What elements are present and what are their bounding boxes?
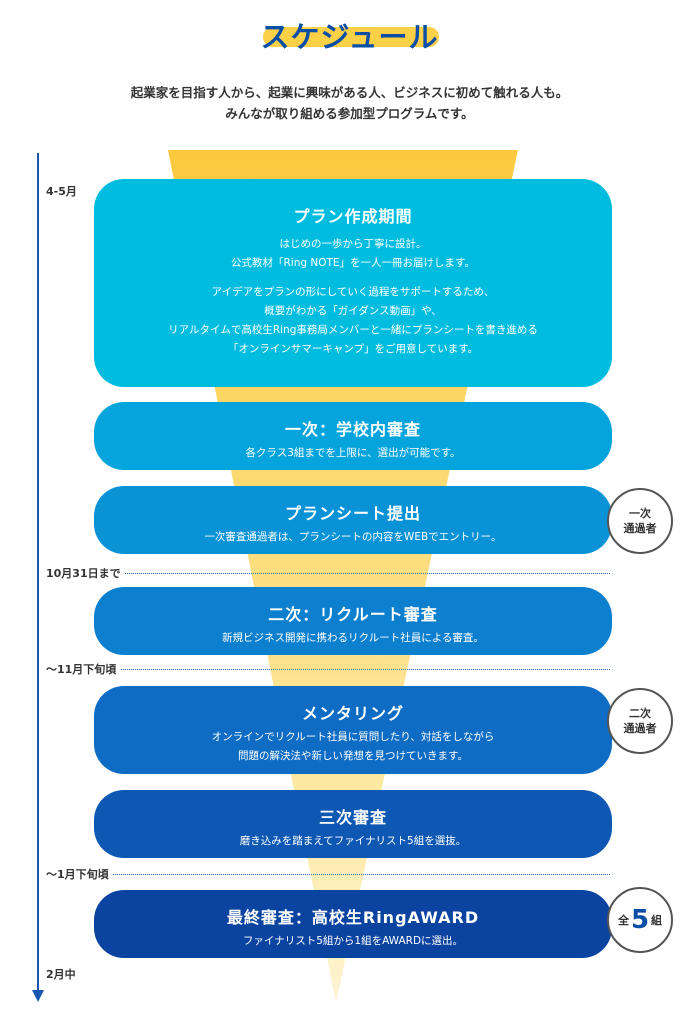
step-plan-sheet-submission: プランシート提出 一次審査通過者は、プランシートの内容をWEBでエントリー。 (94, 486, 612, 554)
step-mentoring: メンタリング オンラインでリクルート社員に質問したり、対話をしながら 問題の解決… (94, 686, 612, 774)
badge-second-pass: 二次 通過者 (607, 688, 673, 754)
divider-oct (46, 573, 610, 574)
step-body: 一次審査通過者は、プランシートの内容をWEBでエントリー。 (204, 531, 502, 543)
step-body-line: アイデアをプランの形にしていく過程をサポートするため、 (211, 286, 495, 298)
step-title: プラン作成期間 (293, 207, 413, 226)
timeline-arrow-icon (32, 990, 44, 1002)
step-title: 二次：リクルート審査 (268, 605, 438, 624)
step-body: ファイナリスト5組から1組をAWARDに選出。 (242, 935, 464, 947)
lead-line-1: 起業家を目指す人から、起業に興味がある人、ビジネスに初めて触れる人も。 (130, 85, 569, 100)
step-body-line: 「オンラインサマーキャンプ」をご用意しています。 (227, 343, 479, 355)
step-title: 一次：学校内審査 (284, 420, 421, 439)
divider-nov (46, 669, 610, 670)
step-body: 新規ビジネス開発に携わるリクルート社員による審査。 (222, 632, 484, 644)
title-highlight (263, 27, 439, 47)
divider-jan (46, 874, 610, 875)
step-body-line: 概要がわかる「ガイダンス動画」や、 (264, 305, 442, 317)
step-title: プランシート提出 (284, 504, 421, 523)
step-final-award: 最終審査：高校生RingAWARD ファイナリスト5組から1組をAWARDに選出… (94, 890, 612, 958)
step-title: メンタリング (301, 704, 404, 723)
title-wrap: スケジュール (0, 14, 699, 56)
step-recruit-review: 二次：リクルート審査 新規ビジネス開発に携わるリクルート社員による審査。 (94, 587, 612, 655)
lead-text: 起業家を目指す人から、起業に興味がある人、ビジネスに初めて触れる人も。 みんなが… (0, 82, 699, 124)
lead-line-2: みんなが取り組める参加型プログラムです。 (225, 106, 474, 121)
step-school-review: 一次：学校内審査 各クラス3組までを上限に、選出が可能です。 (94, 402, 612, 470)
step-title: 三次審査 (318, 808, 387, 827)
badge-line: 通過者 (623, 522, 657, 535)
date-apr-may: 4-5月 (46, 183, 81, 199)
page-title: スケジュール (260, 20, 439, 54)
badge-number: 5 (630, 905, 650, 935)
step-body: 各クラス3組までを上限に、選出が可能です。 (245, 447, 461, 459)
date-oct-31: 10月31日まで (46, 565, 125, 581)
badge-all-five-groups: 全 5 組 (607, 887, 673, 953)
step-body-line: オンラインでリクルート社員に質問したり、対話をしながら (211, 731, 495, 743)
badge-line: 通過者 (623, 722, 657, 735)
step-title: 最終審査：高校生RingAWARD (226, 908, 480, 927)
badge-first-pass: 一次 通過者 (607, 488, 673, 554)
step-body-line: 公式教材「Ring NOTE」を一人一冊お届けします。 (231, 257, 475, 269)
step-plan-creation: プラン作成期間 はじめの一歩から丁寧に設計。 公式教材「Ring NOTE」を一… (94, 179, 612, 387)
date-late-nov: 〜11月下旬頃 (46, 661, 121, 677)
step-body-line: はじめの一歩から丁寧に設計。 (279, 238, 427, 250)
badge-prefix: 全 (617, 913, 629, 927)
badge-suffix: 組 (651, 913, 663, 927)
step-body: 磨き込みを踏まえてファイナリスト5組を選抜。 (239, 835, 467, 847)
badge-line: 一次 (629, 507, 651, 520)
step-body: オンラインでリクルート社員に質問したり、対話をしながら 問題の解決法や新しい発想… (94, 728, 612, 766)
step-body: はじめの一歩から丁寧に設計。 公式教材「Ring NOTE」を一人一冊お届けしま… (94, 235, 612, 359)
date-feb: 2月中 (46, 966, 80, 982)
step-body-line: 問題の解決法や新しい発想を見つけていきます。 (238, 750, 468, 762)
date-late-jan: 〜1月下旬頃 (46, 866, 113, 882)
step-body-line: リアルタイムで高校生Ring事務局メンバーと一緒にプランシートを書き進める (168, 324, 538, 336)
step-third-review: 三次審査 磨き込みを踏まえてファイナリスト5組を選抜。 (94, 790, 612, 858)
badge-line: 二次 (629, 707, 651, 720)
